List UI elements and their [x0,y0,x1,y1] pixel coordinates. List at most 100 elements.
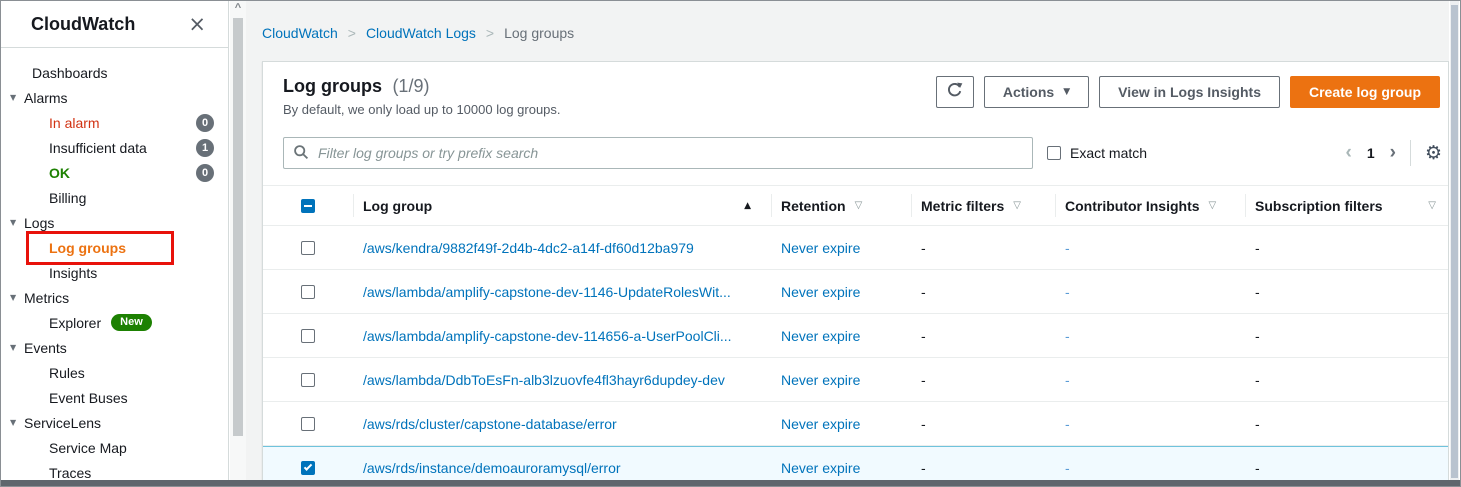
sidebar-scrollbar-thumb[interactable] [233,18,243,436]
count-badge: 1 [196,138,214,157]
sidebar-item-insights[interactable]: Insights [1,260,228,285]
breadcrumb-cloudwatch-logs[interactable]: CloudWatch Logs [365,25,476,41]
sidebar-nav: Dashboards ▼ Alarms In alarm 0 Insuffici… [1,48,228,485]
subscription-filters-cell: - [1255,283,1260,300]
column-header-retention[interactable]: Retention ▽ [771,186,911,225]
count-badge: 0 [196,163,214,182]
chevron-down-icon: ▼ [10,418,17,427]
sidebar-item-rules[interactable]: Rules [1,360,228,385]
sort-icon[interactable]: ▽ [1428,200,1436,211]
log-groups-panel: Log groups (1/9) By default, we only loa… [262,61,1449,480]
view-in-logs-insights-button[interactable]: View in Logs Insights [1099,76,1280,108]
sidebar-item-ok[interactable]: OK 0 [1,160,228,185]
sidebar-section-label: Alarms [24,89,68,106]
sidebar-section-label: Metrics [24,289,70,306]
sidebar-item-label: In alarm [49,114,100,131]
column-header-contributor-insights[interactable]: Contributor Insights ▽ [1055,186,1245,225]
refresh-button[interactable] [935,76,974,108]
chevron-down-icon: ▼ [10,343,17,352]
sort-icon[interactable]: ▽ [854,200,863,211]
log-group-link[interactable]: /aws/rds/instance/demoauroramysql/error [363,460,621,476]
chevron-down-icon: ▼ [10,293,17,302]
page-scrollbar-thumb[interactable] [1451,5,1458,478]
sidebar-item-service-map[interactable]: Service Map [1,435,228,460]
sidebar-item-alarms[interactable]: ▼ Alarms [1,85,228,110]
sidebar-item-events[interactable]: ▼ Events [1,335,228,360]
retention-link[interactable]: Never expire [781,371,861,388]
sidebar-item-log-groups[interactable]: Log groups [1,231,228,265]
sidebar-item-label: Log groups [49,239,126,256]
caret-down-icon: ▼ [1063,87,1071,97]
sidebar-item-event-buses[interactable]: Event Buses [1,385,228,410]
table-row[interactable]: /aws/rds/instance/demoauroramysql/error … [263,446,1448,480]
filter-log-groups-input[interactable] [283,137,1033,169]
table-row[interactable]: /aws/rds/cluster/capstone-database/error… [263,402,1448,446]
table-row[interactable]: /aws/lambda/amplify-capstone-dev-1146-Up… [263,270,1448,314]
subscription-filters-cell: - [1255,239,1260,256]
sidebar-item-insufficient-data[interactable]: Insufficient data 1 [1,135,228,160]
chevron-down-icon: ▼ [10,93,17,102]
column-header-metric-filters[interactable]: Metric filters ▽ [911,186,1055,225]
pagination: ‹ 1 › [1346,142,1396,164]
row-checkbox[interactable] [301,372,315,387]
chevron-left-icon[interactable]: ‹ [1345,142,1352,163]
divider [1409,140,1411,166]
sort-icon[interactable]: ▽ [1013,200,1021,211]
table-header: Log group ▲ Retention ▽ Metric filters ▽… [263,186,1448,226]
search-icon [293,144,309,165]
chevron-down-icon: ▼ [10,218,17,227]
contributor-insights-cell: - [1065,327,1070,344]
log-group-link[interactable]: /aws/rds/cluster/capstone-database/error [363,415,617,432]
contributor-insights-cell: - [1065,283,1070,300]
log-group-link[interactable]: /aws/lambda/amplify-capstone-dev-1146-Up… [363,283,731,300]
retention-link[interactable]: Never expire [781,460,861,476]
select-all-checkbox[interactable] [301,198,315,213]
create-log-group-button[interactable]: Create log group [1289,76,1440,108]
retention-link[interactable]: Never expire [781,283,861,300]
table-row[interactable]: /aws/lambda/DdbToEsFn-alb3lzuovfe4fl3hay… [263,358,1448,402]
retention-link[interactable]: Never expire [781,415,861,432]
sort-asc-icon[interactable]: ▲ [744,200,751,211]
retention-link[interactable]: Never expire [781,327,861,344]
row-checkbox[interactable] [301,240,315,255]
sidebar-item-servicelens[interactable]: ▼ ServiceLens [1,410,228,435]
sidebar-item-explorer[interactable]: Explorer New [1,310,228,335]
table-row[interactable]: /aws/lambda/amplify-capstone-dev-114656-… [263,314,1448,358]
column-header-subscription-filters[interactable]: Subscription filters ▽ [1245,186,1448,225]
scroll-up-arrow-icon[interactable]: ^ [234,2,242,14]
row-checkbox[interactable] [301,416,315,431]
page-scrollbar[interactable] [1450,1,1459,480]
row-checkbox[interactable] [301,328,315,343]
metric-filters-cell: - [921,327,926,344]
panel-header: Log groups (1/9) By default, we only loa… [263,62,1448,117]
log-group-link[interactable]: /aws/kendra/9882f49f-2d4b-4dc2-a14f-df60… [363,239,694,256]
sidebar-scrollbar[interactable]: ^ [230,1,246,480]
contributor-insights-cell: - [1065,460,1070,476]
chevron-right-icon[interactable]: › [1389,142,1396,163]
sidebar-item-billing[interactable]: Billing [1,185,228,210]
log-group-link[interactable]: /aws/lambda/amplify-capstone-dev-114656-… [363,327,732,344]
row-checkbox[interactable] [301,284,315,299]
sidebar-item-logs[interactable]: ▼ Logs [1,210,228,235]
sidebar-item-metrics[interactable]: ▼ Metrics [1,285,228,310]
log-group-link[interactable]: /aws/lambda/DdbToEsFn-alb3lzuovfe4fl3hay… [363,371,725,388]
gear-icon[interactable]: ⚙ [1424,141,1442,164]
exact-match-checkbox[interactable] [1047,146,1061,160]
new-badge: New [111,314,152,331]
row-checkbox[interactable] [301,461,315,475]
page-number[interactable]: 1 [1366,145,1375,161]
sidebar-item-label: Traces [49,464,92,481]
filter-row: Exact match ‹ 1 › ⚙ [263,117,1448,169]
sort-icon[interactable]: ▽ [1208,200,1217,211]
selection-count: (1/9) [392,76,430,96]
breadcrumb-cloudwatch[interactable]: CloudWatch [262,25,338,41]
retention-link[interactable]: Never expire [781,239,861,256]
sidebar-item-traces[interactable]: Traces [1,460,228,485]
actions-button[interactable]: Actions ▼ [983,76,1090,108]
sidebar-item-in-alarm[interactable]: In alarm 0 [1,110,228,135]
column-header-log-group[interactable]: Log group ▲ [353,186,771,225]
table-row[interactable]: /aws/kendra/9882f49f-2d4b-4dc2-a14f-df60… [263,226,1448,270]
close-icon[interactable]: × [188,11,206,36]
sidebar-item-dashboards[interactable]: Dashboards [1,60,228,85]
exact-match-toggle[interactable]: Exact match [1047,145,1147,161]
